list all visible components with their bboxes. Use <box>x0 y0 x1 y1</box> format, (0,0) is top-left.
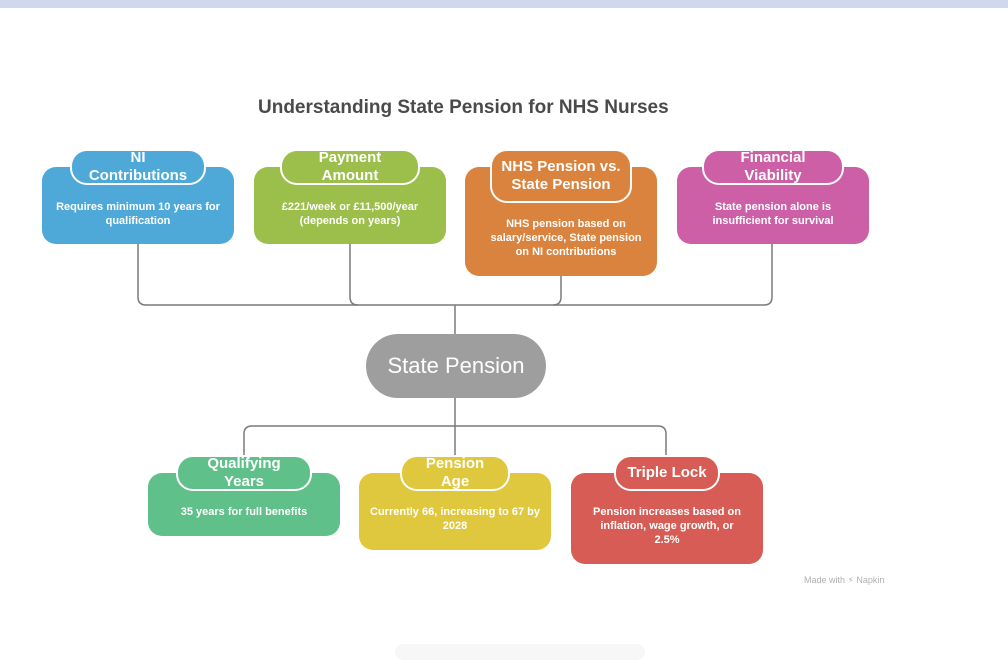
label-financial-viability: Financial Viability <box>702 149 844 185</box>
diagram-title: Understanding State Pension for NHS Nurs… <box>258 97 669 118</box>
label-qualifying-years: Qualifying Years <box>176 455 312 491</box>
connector-nhs <box>455 276 562 306</box>
connector-payment <box>349 244 359 306</box>
connector-financial <box>553 244 773 306</box>
connector-qualifying <box>243 425 667 474</box>
footer-blur <box>395 644 645 660</box>
card-description: Requires minimum 10 years for qualificat… <box>56 201 220 227</box>
label-nhs-vs-state: NHS Pension vs. State Pension <box>490 149 632 203</box>
label-payment-amount: Payment Amount <box>280 149 420 185</box>
label-pension-age: Pension Age <box>400 455 510 491</box>
napkin-watermark: Made with ⚡ Napkin <box>804 575 885 585</box>
connector-ni <box>137 244 455 306</box>
card-description: State pension alone is insufficient for … <box>712 201 834 227</box>
card-description: Currently 66, increasing to 67 by 2028 <box>370 506 540 532</box>
card-description: 35 years for full benefits <box>180 506 308 518</box>
card-description: £221/week or £11,500/year (depends on ye… <box>281 201 419 227</box>
center-node-state-pension: State Pension <box>366 334 546 398</box>
label-triple-lock: Triple Lock <box>614 455 720 491</box>
card-description: Pension increases based on inflation, wa… <box>593 506 741 546</box>
card-description: NHS pension based on salary/service, Sta… <box>490 218 642 258</box>
label-ni-contributions: NI Contributions <box>70 149 206 185</box>
top-bar <box>0 0 1008 8</box>
